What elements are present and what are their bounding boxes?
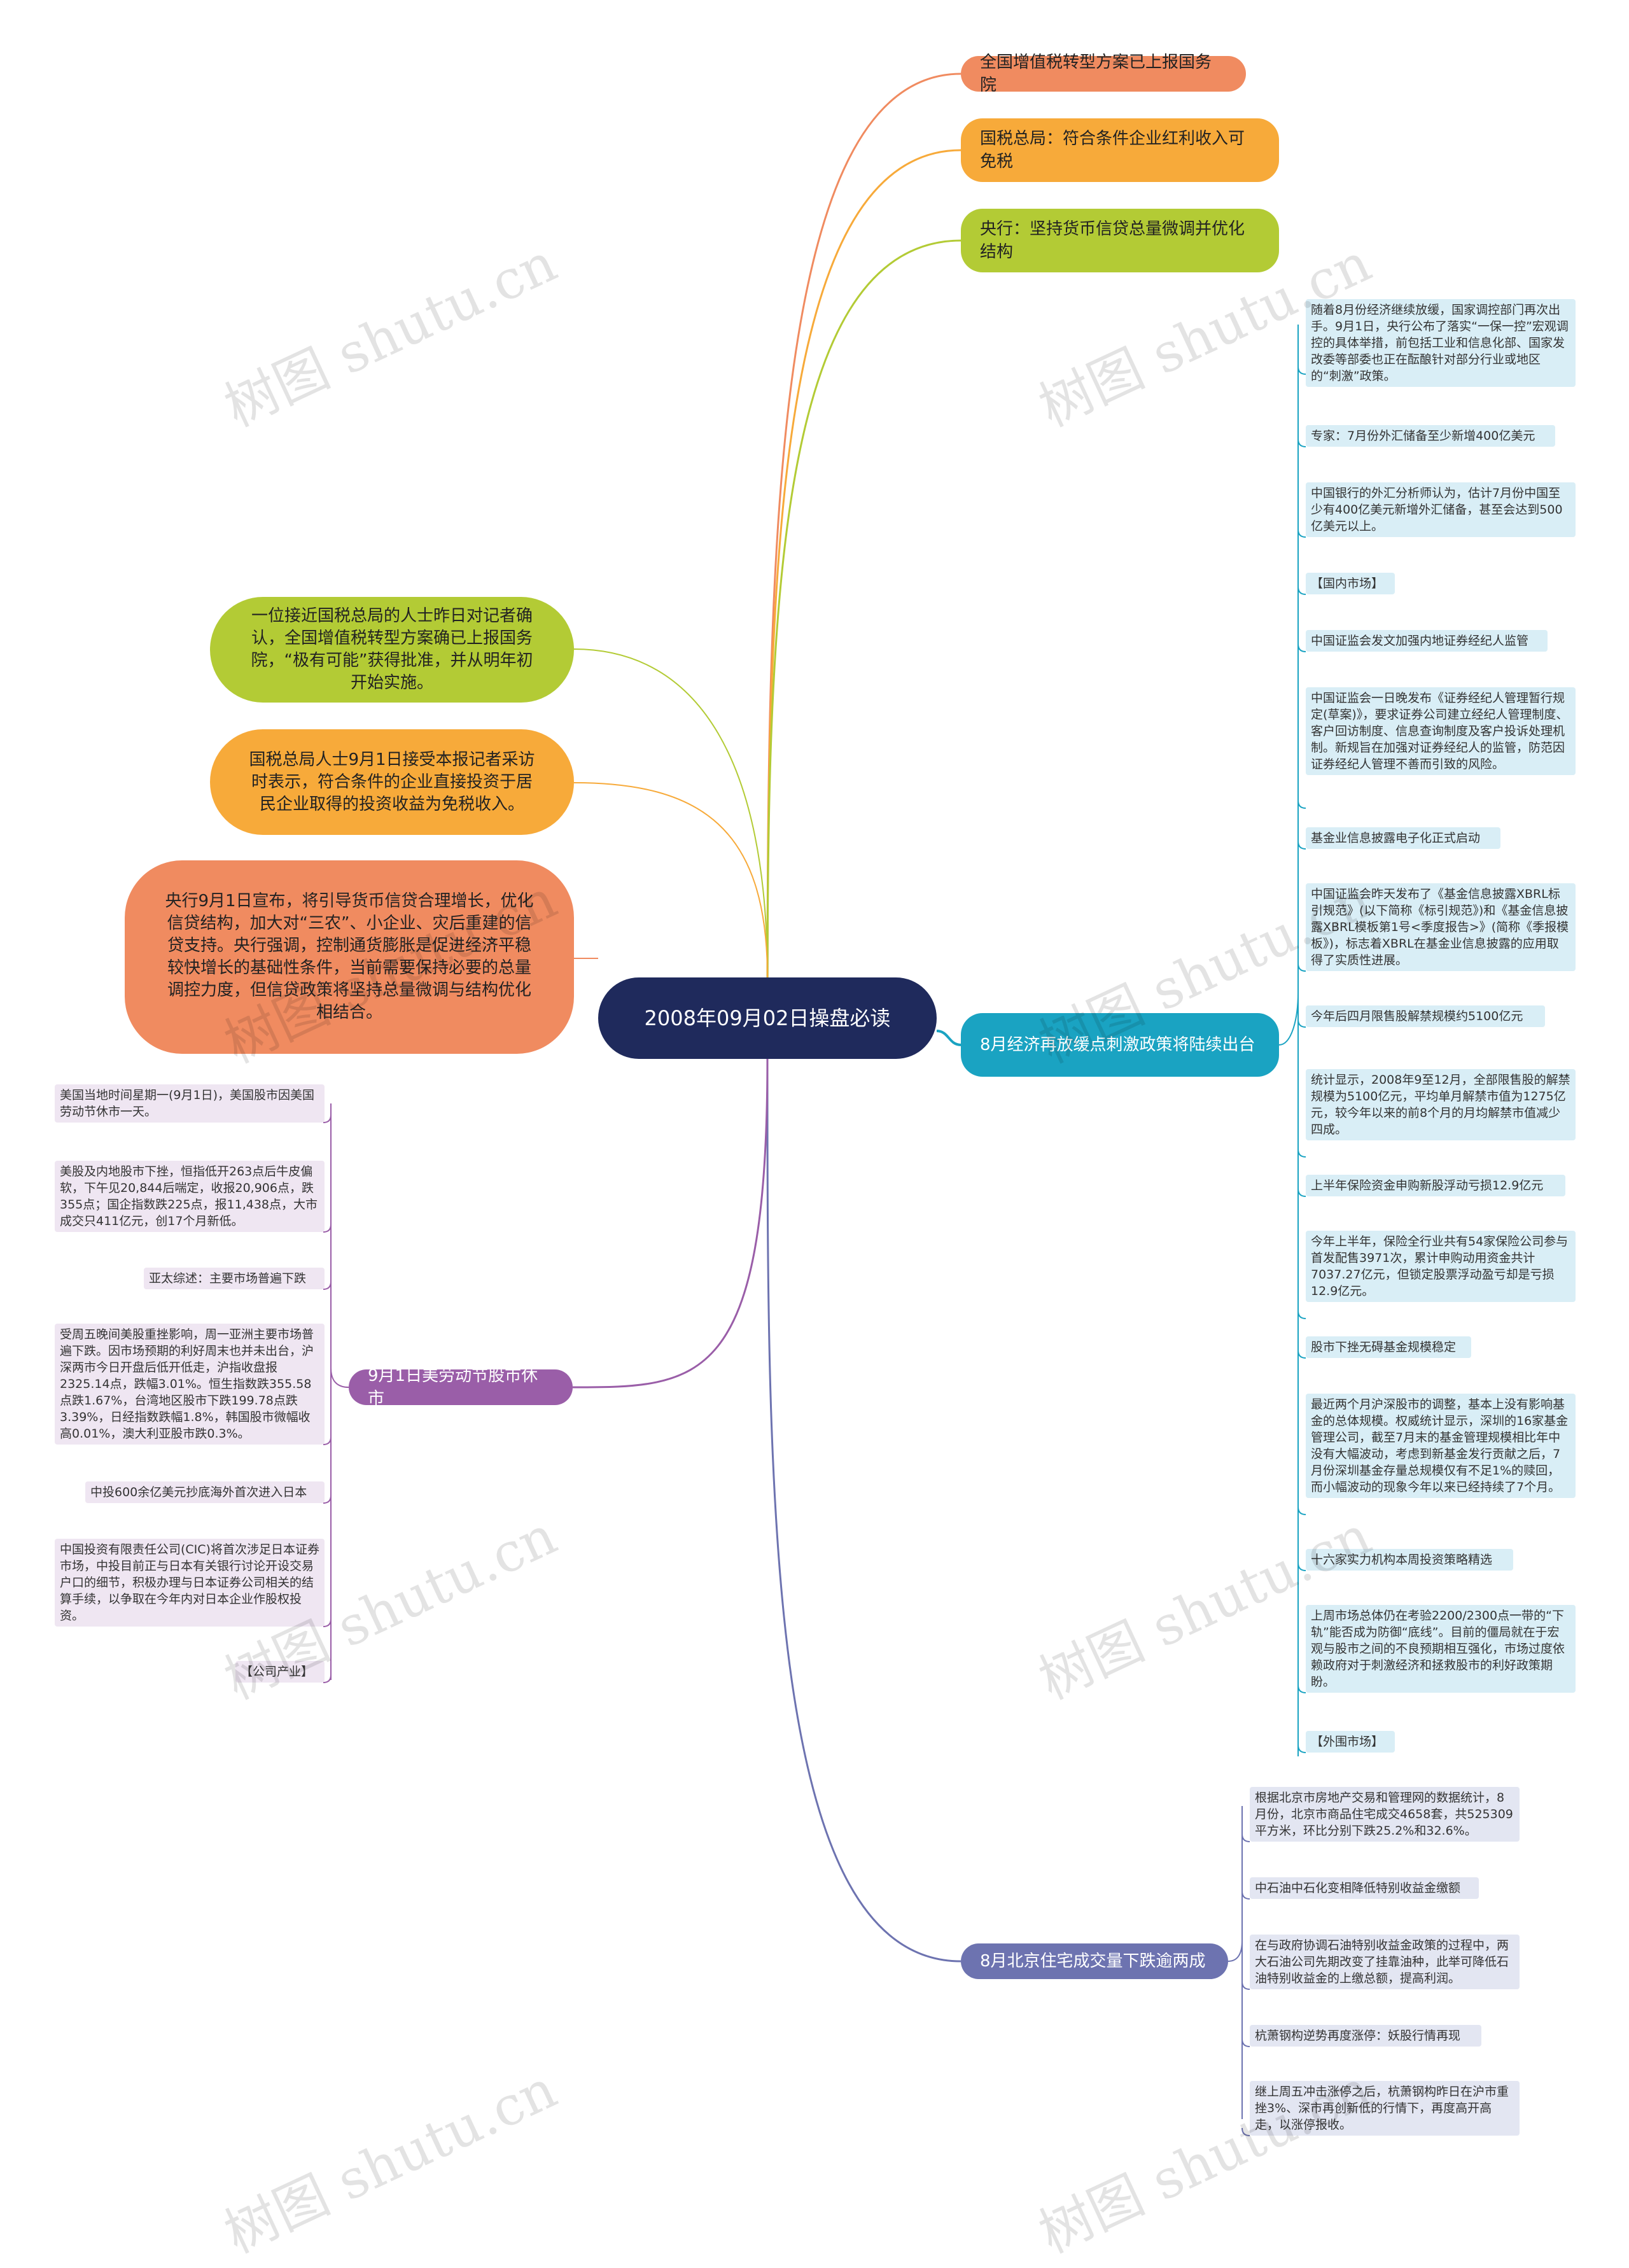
list-item[interactable]: 十六家实力机构本周投资策略精选 xyxy=(1306,1549,1513,1571)
section-label[interactable]: 【公司产业】 xyxy=(235,1661,325,1683)
section-label[interactable]: 【外围市场】 xyxy=(1306,1731,1395,1753)
root-topic[interactable]: 2008年09月02日操盘必读 xyxy=(598,977,937,1059)
tick-policy xyxy=(1297,529,1306,538)
tick-policy xyxy=(1297,800,1306,809)
branch-us-holiday[interactable]: 9月1日美劳动节股市休市 xyxy=(349,1366,573,1408)
list-item[interactable]: 根据北京市房地产交易和管理网的数据统计，8月份，北京市商品住宅成交4658套，共… xyxy=(1250,1787,1520,1842)
branch-tax-exempt[interactable]: 国税总局：符合条件企业红利收入可免税 xyxy=(961,118,1279,182)
tick-bj xyxy=(1241,1833,1250,1842)
branch-economy-stimulus[interactable]: 8月经济再放缓点刺激政策将陆续出台 xyxy=(961,1013,1279,1077)
stem-bj-join xyxy=(1227,1940,1243,1962)
list-item[interactable]: 美股及内地股市下挫，恒指低开263点后牛皮偏软，下午见20,844后喘定，收报2… xyxy=(55,1161,325,1232)
tick-policy xyxy=(1297,438,1306,447)
list-item[interactable]: 中投600余亿美元抄底海外首次进入日本 xyxy=(85,1481,325,1503)
tick-policy xyxy=(1297,1019,1306,1028)
list-item[interactable]: 中国银行的外汇分析师认为，估计7月份中国至少有400亿美元新增外汇储备，甚至会达… xyxy=(1306,482,1576,537)
tick-us xyxy=(323,1436,332,1445)
connector-lines xyxy=(323,73,1306,2136)
tick-policy xyxy=(1297,586,1306,595)
link-big-0 xyxy=(573,648,768,978)
tick-policy xyxy=(1297,1149,1306,1158)
list-item[interactable]: 中国证监会一日晚发布《证券经纪人管理暂行规定(草案)》，要求证券公司建立经纪人管… xyxy=(1306,687,1576,775)
detail-tax-exempt-text: 国税总局人士9月1日接受本报记者采访时表示，符合条件的企业直接投资于居民企业取得… xyxy=(249,750,535,814)
tick-policy xyxy=(1297,366,1306,375)
tick-policy xyxy=(1297,1684,1306,1693)
stem-us-join xyxy=(330,1368,349,1388)
list-item[interactable]: 统计显示，2008年9至12月，全部限售股的解禁规模为5100亿元，平均单月解禁… xyxy=(1306,1069,1576,1140)
list-item[interactable]: 亚太综述：主要市场普遍下跌 xyxy=(144,1268,325,1289)
link-us xyxy=(572,1058,769,1389)
tick-us xyxy=(323,1618,332,1627)
list-item[interactable]: 中国证监会发文加强内地证券经纪人监管 xyxy=(1306,630,1548,652)
list-item[interactable]: 中石油中石化变相降低特别收益金缴额 xyxy=(1250,1877,1479,1899)
list-item[interactable]: 基金业信息披露电子化正式启动 xyxy=(1306,827,1500,849)
list-item[interactable]: 受周五晚间美股重挫影响，周一亚洲主要市场普遍下跌。因市场预期的利好周末也并未出台… xyxy=(55,1324,325,1445)
tick-bj xyxy=(1241,2038,1250,2047)
list-item[interactable]: 股市下挫无碍基金规模稳定 xyxy=(1306,1336,1471,1358)
branch-central-bank-label: 央行：坚持货币信贷总量微调并优化结构 xyxy=(980,220,1245,262)
tick-us xyxy=(323,1224,332,1233)
tick-bj xyxy=(1241,1981,1250,1990)
link-big-1 xyxy=(573,782,768,978)
list-item[interactable]: 中国证监会昨天发布了《基金信息披露XBRL标引规范》(以下简称《标引规范》)和《… xyxy=(1306,883,1576,971)
tick-policy xyxy=(1297,1310,1306,1319)
list-item[interactable]: 继上周五冲击涨停之后，杭萧钢构昨日在沪市重挫3%、深市再创新低的行情下，再度高开… xyxy=(1250,2081,1520,2136)
link-vat xyxy=(766,73,961,1060)
branch-beijing-housing-label: 8月北京住宅成交量下跌逾两成 xyxy=(980,1952,1206,1971)
branch-vat-reform-label: 全国增值税转型方案已上报国务院 xyxy=(980,53,1212,95)
branch-vat-reform[interactable]: 全国增值税转型方案已上报国务院 xyxy=(961,53,1246,95)
detail-tax-exempt[interactable]: 国税总局人士9月1日接受本报记者采访时表示，符合条件的企业直接投资于居民企业取得… xyxy=(210,729,574,835)
branch-beijing-housing[interactable]: 8月北京住宅成交量下跌逾两成 xyxy=(961,1943,1228,1979)
detail-central-bank-text: 央行9月1日宣布，将引导货币信贷合理增长，优化信贷结构，加大对“三农”、小企业、… xyxy=(165,892,534,1022)
tick-policy xyxy=(1297,1744,1306,1753)
list-item[interactable]: 今年后四月限售股解禁规模约5100亿元 xyxy=(1306,1005,1545,1027)
list-item[interactable]: 专家：7月份外汇储备至少新增400亿美元 xyxy=(1306,425,1555,447)
link-bank xyxy=(766,239,961,1060)
list-item[interactable]: 最近两个月沪深股市的调整，基本上没有影响基金的总体规模。权威统计显示，深圳的16… xyxy=(1306,1394,1576,1498)
stem-policy-join xyxy=(1278,992,1299,1046)
branch-tax-exempt-label: 国税总局：符合条件企业红利收入可免税 xyxy=(980,129,1245,171)
tick-policy xyxy=(1297,643,1306,652)
list-item[interactable]: 今年上半年，保险全行业共有54家保险公司参与首发配售3971次，累计申购动用资金… xyxy=(1306,1231,1576,1302)
detail-vat-reform[interactable]: 一位接近国税总局的人士昨日对记者确认，全国增值税转型方案确已上报国务院，“极有可… xyxy=(210,597,574,703)
branch-us-holiday-label: 9月1日美劳动节股市休市 xyxy=(368,1366,538,1408)
list-item[interactable]: 在与政府协调石油特别收益金政策的过程中，两大石油公司先期改变了挂靠油种，此举可降… xyxy=(1250,1935,1520,1989)
tick-us xyxy=(323,1495,332,1504)
tick-bj xyxy=(1241,1891,1250,1900)
tick-us xyxy=(323,1281,332,1290)
tick-us xyxy=(323,1114,332,1123)
tick-us xyxy=(323,1674,332,1683)
list-item[interactable]: 上周市场总体仍在考验2200/2300点一带的“下轨”能否成为防御“底线”。目前… xyxy=(1306,1605,1576,1693)
link-tax xyxy=(766,149,961,1060)
list-item[interactable]: 上半年保险资金申购新股浮动亏损12.9亿元 xyxy=(1306,1175,1565,1196)
tick-policy xyxy=(1297,1350,1306,1359)
detail-central-bank[interactable]: 央行9月1日宣布，将引导货币信贷合理增长，优化信贷结构，加大对“三农”、小企业、… xyxy=(125,860,574,1054)
branch-central-bank[interactable]: 央行：坚持货币信贷总量微调并优化结构 xyxy=(961,209,1279,272)
list-item[interactable]: 中国投资有限责任公司(CIC)将首次涉足日本证券市场，中投目前正与日本有关银行讨… xyxy=(55,1539,325,1627)
list-item[interactable]: 美国当地时间星期一(9月1日)，美国股市因美国劳动节休市一天。 xyxy=(55,1084,325,1123)
root-topic-label: 2008年09月02日操盘必读 xyxy=(644,1006,891,1030)
tick-policy xyxy=(1297,1562,1306,1571)
tick-bj xyxy=(1241,2127,1250,2136)
list-item[interactable]: 杭萧钢构逆势再度涨停：妖股行情再现 xyxy=(1250,2025,1481,2047)
detail-vat-reform-text: 一位接近国税总局的人士昨日对记者确认，全国增值税转型方案确已上报国务院，“极有可… xyxy=(251,606,533,692)
tick-policy xyxy=(1297,1506,1306,1515)
branch-economy-stimulus-label: 8月经济再放缓点刺激政策将陆续出台 xyxy=(980,1035,1255,1054)
tick-policy xyxy=(1297,841,1306,850)
tick-policy xyxy=(1297,1188,1306,1197)
link-policy xyxy=(936,1030,961,1046)
list-item[interactable]: 随着8月份经济继续放缓，国家调控部门再次出手。9月1日，央行公布了落实“一保一控… xyxy=(1306,299,1576,387)
tick-policy xyxy=(1297,963,1306,972)
section-label[interactable]: 【国内市场】 xyxy=(1306,573,1395,594)
link-bj xyxy=(766,1058,961,1963)
